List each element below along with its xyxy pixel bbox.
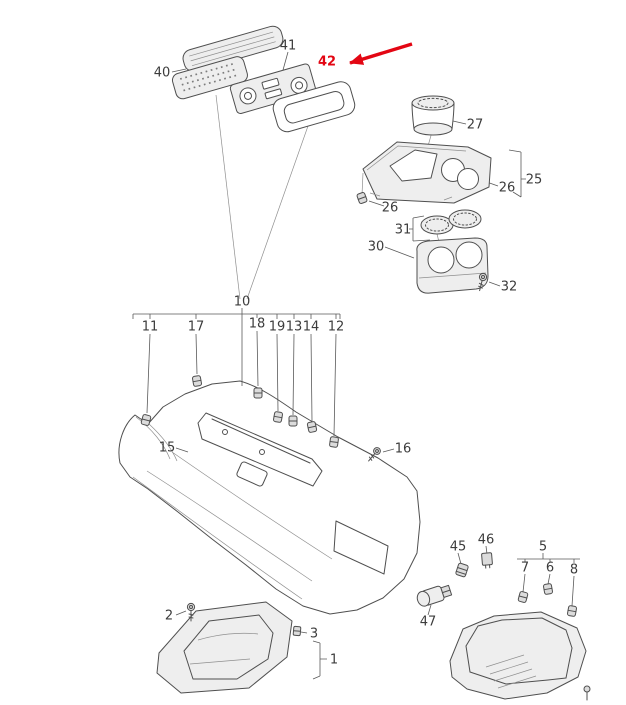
part-41-control-unit-drawing: [229, 63, 317, 114]
part-label-10[interactable]: 10: [233, 294, 251, 310]
part-label-3[interactable]: 3: [309, 626, 319, 642]
part-label-19[interactable]: 19: [268, 319, 286, 335]
part-32-screw-drawing: [478, 272, 488, 292]
part-19-clip-drawing: [273, 411, 283, 423]
part-label-47[interactable]: 47: [419, 614, 437, 630]
part-rear-console-box-drawing: [449, 611, 591, 701]
part-label-14[interactable]: 14: [302, 319, 320, 335]
part-6-clip-drawing: [543, 583, 553, 595]
part-label-31[interactable]: 31: [394, 222, 412, 238]
part-12-clip-drawing: [329, 436, 339, 448]
part-label-2[interactable]: 2: [164, 608, 174, 624]
part-label-25[interactable]: 25: [525, 172, 543, 188]
part-27-cup-insert-drawing: [411, 95, 455, 136]
leader-lines: [132, 51, 580, 680]
part-3-clip-drawing: [292, 625, 302, 637]
part-label-13[interactable]: 13: [285, 319, 303, 335]
part-label-17[interactable]: 17: [187, 319, 205, 335]
part-label-5[interactable]: 5: [538, 539, 548, 555]
part-13-clip-drawing: [288, 415, 298, 427]
part-26-clip-drawing: [356, 191, 368, 205]
part-40-grille-drawing: [171, 56, 248, 100]
part-label-30[interactable]: 30: [367, 239, 385, 255]
part-trim-cover-drawing: [182, 25, 284, 72]
part-label-32[interactable]: 32: [500, 279, 518, 295]
part-31-cup-rings-drawing: [420, 209, 482, 235]
part-label-16[interactable]: 16: [394, 441, 412, 457]
part-label-42-highlighted[interactable]: 42: [317, 54, 337, 70]
part-label-12[interactable]: 12: [327, 319, 345, 335]
part-label-11[interactable]: 11: [141, 319, 159, 335]
part-30-cup-housing-drawing: [416, 237, 489, 294]
part-47-socket-drawing: [416, 584, 453, 607]
part-label-26-upper[interactable]: 26: [498, 180, 516, 196]
part-label-8[interactable]: 8: [569, 562, 579, 578]
part-bottom-tray-drawing: [156, 601, 293, 694]
part-14-clip-drawing: [306, 421, 318, 433]
part-16-screw-drawing: [368, 447, 381, 462]
part-label-41[interactable]: 41: [279, 38, 297, 54]
part-25-tray-panel-drawing: [362, 141, 492, 204]
part-label-18[interactable]: 18: [248, 316, 266, 332]
part-label-6[interactable]: 6: [545, 560, 555, 576]
part-label-45[interactable]: 45: [449, 539, 467, 555]
part-45-connector-drawing: [455, 562, 469, 578]
part-label-46[interactable]: 46: [477, 532, 495, 548]
part-8-clip-drawing: [567, 605, 577, 617]
part-18-clip-drawing: [253, 387, 263, 399]
part-2-screw-drawing: [186, 602, 196, 622]
part-7-clip-drawing: [517, 591, 529, 603]
red-callout-arrow: [349, 42, 413, 65]
part-46-connector-drawing: [481, 552, 493, 569]
part-label-15[interactable]: 15: [158, 440, 176, 456]
part-label-40[interactable]: 40: [153, 65, 171, 81]
part-11-clip-drawing: [140, 414, 152, 426]
part-label-27[interactable]: 27: [466, 117, 484, 133]
part-17-clip-drawing: [192, 375, 202, 387]
part-15-console-body-drawing: [118, 380, 421, 615]
part-label-7[interactable]: 7: [520, 560, 530, 576]
part-label-26-left[interactable]: 26: [381, 200, 399, 216]
part-label-1[interactable]: 1: [329, 652, 339, 668]
part-42-trim-frame-drawing: [272, 81, 356, 133]
